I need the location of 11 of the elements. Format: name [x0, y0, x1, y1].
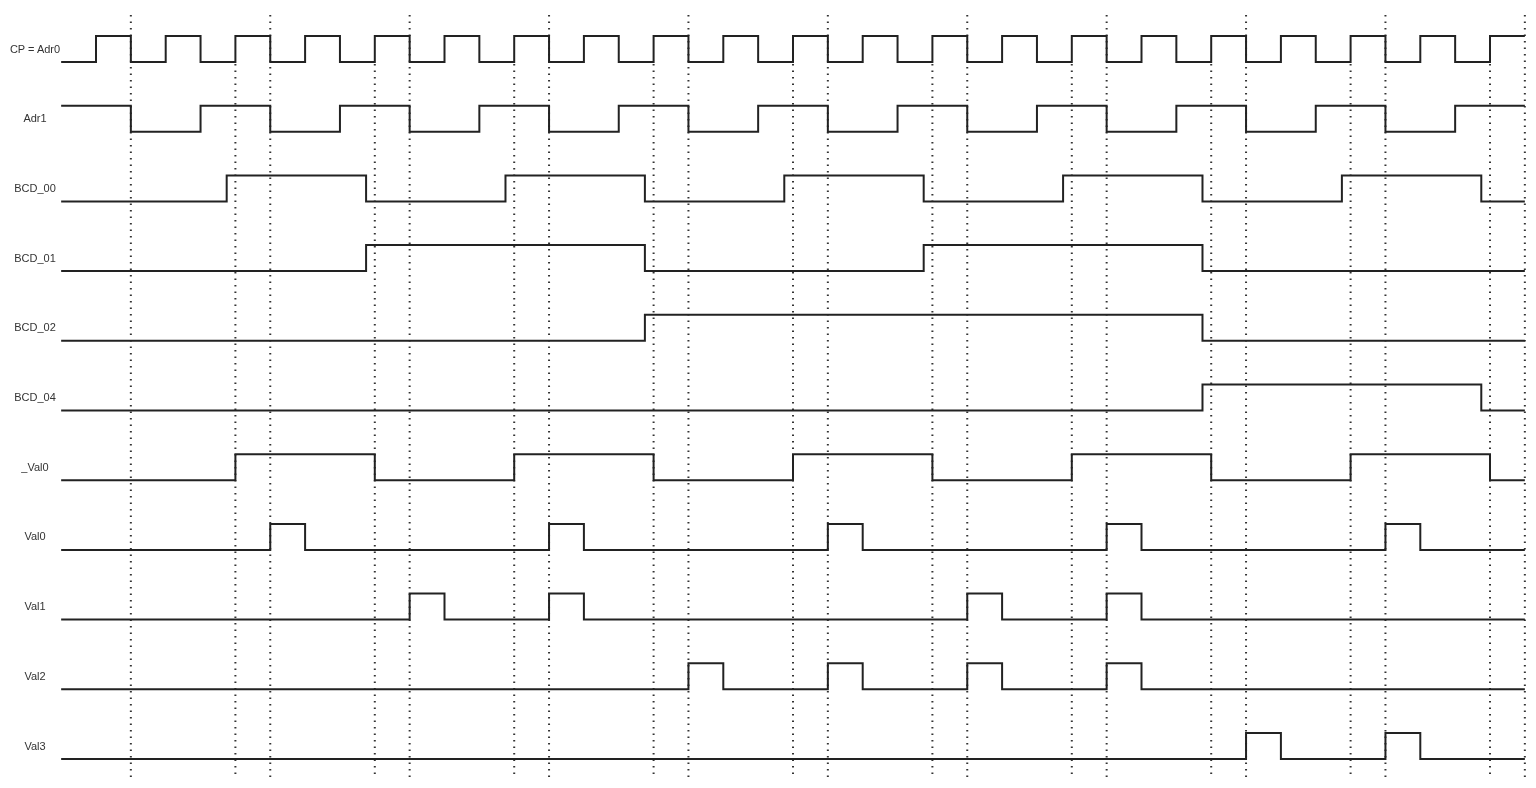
signal-label: CP = Adr0	[9, 42, 61, 55]
signal-label: BCD_01	[14, 251, 56, 264]
signal-label: _Val0	[21, 460, 49, 473]
signal-label: Adr1	[23, 112, 47, 125]
signal-label: BCD_02	[14, 321, 56, 334]
signal-label: Val0	[24, 530, 46, 543]
signal-label: Val1	[24, 600, 46, 613]
signal-label: Val2	[24, 669, 46, 682]
signal-label: Val3	[24, 739, 46, 752]
signal-label: BCD_04	[14, 391, 56, 403]
signal-label: BCD_00	[14, 181, 56, 194]
